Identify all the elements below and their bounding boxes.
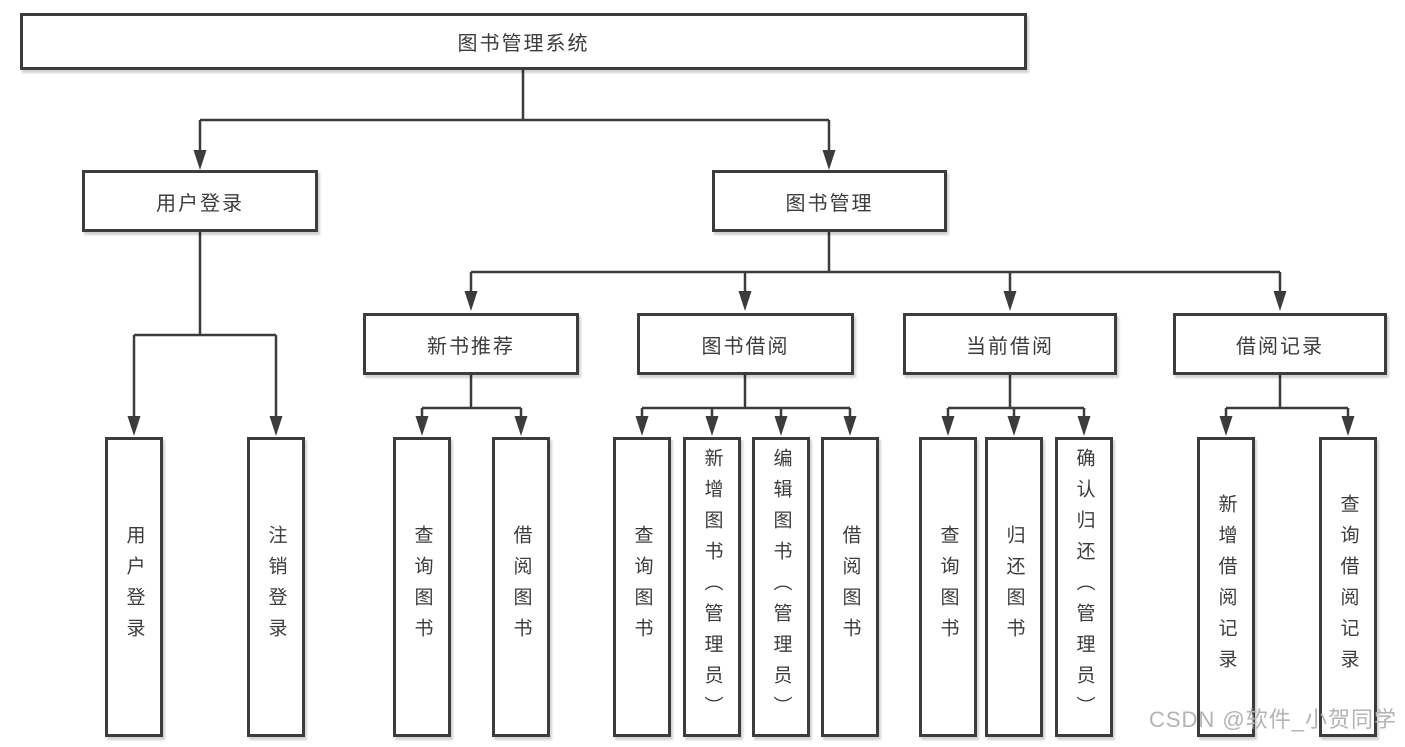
node-label: 图书管理: [785, 192, 874, 215]
node-label: 用户登录: [156, 192, 244, 215]
leaf-user-login: 用户登录: [105, 437, 163, 737]
leaf-add-book-admin: 新增图书（管理员）: [683, 437, 741, 737]
leaf-borrow-books-borrowing: 借阅图书: [821, 437, 879, 737]
node-book-borrowing: 图书借阅: [637, 313, 854, 375]
leaf-query-books-current: 查询图书: [919, 437, 977, 737]
leaf-label: 借阅图书: [510, 525, 532, 649]
leaf-confirm-return-admin: 确认归还（管理员）: [1055, 437, 1113, 737]
node-label: 当前借阅: [966, 335, 1054, 358]
node-label: 图书借阅: [701, 335, 790, 358]
leaf-borrow-books-recommend: 借阅图书: [492, 437, 550, 737]
leaf-label: 新增图书（管理员）: [701, 447, 723, 727]
node-new-book-recommend: 新书推荐: [363, 313, 579, 375]
leaf-label: 查询借阅记录: [1337, 494, 1359, 680]
leaf-label: 查询图书: [937, 525, 959, 649]
node-label: 图书管理系统: [457, 33, 590, 55]
node-current-borrowing: 当前借阅: [903, 313, 1117, 375]
node-library-system: 图书管理系统: [20, 13, 1027, 70]
node-label: 借阅记录: [1236, 335, 1324, 358]
leaf-label: 借阅图书: [839, 525, 861, 649]
leaf-add-borrow-record: 新增借阅记录: [1197, 437, 1255, 737]
leaf-edit-book-admin: 编辑图书（管理员）: [752, 437, 810, 737]
leaf-label: 编辑图书（管理员）: [770, 447, 792, 727]
leaf-query-books-borrowing: 查询图书: [613, 437, 671, 737]
node-book-management: 图书管理: [712, 170, 947, 232]
leaf-query-books-recommend: 查询图书: [393, 437, 451, 737]
leaf-label: 注销登录: [265, 525, 287, 649]
leaf-label: 确认归还（管理员）: [1073, 447, 1095, 727]
node-borrowing-records: 借阅记录: [1173, 313, 1387, 375]
leaf-label: 查询图书: [411, 525, 433, 649]
node-label: 新书推荐: [427, 335, 515, 358]
leaf-label: 新增借阅记录: [1215, 494, 1237, 680]
node-user-login: 用户登录: [82, 170, 318, 232]
leaf-logout: 注销登录: [247, 437, 305, 737]
leaf-query-borrow-record: 查询借阅记录: [1319, 437, 1377, 737]
leaf-return-book: 归还图书: [985, 437, 1043, 737]
leaf-label: 用户登录: [123, 525, 145, 649]
leaf-label: 归还图书: [1003, 525, 1025, 649]
leaf-label: 查询图书: [631, 525, 653, 649]
csdn-watermark: CSDN @软件_小贺同学: [1148, 707, 1397, 732]
